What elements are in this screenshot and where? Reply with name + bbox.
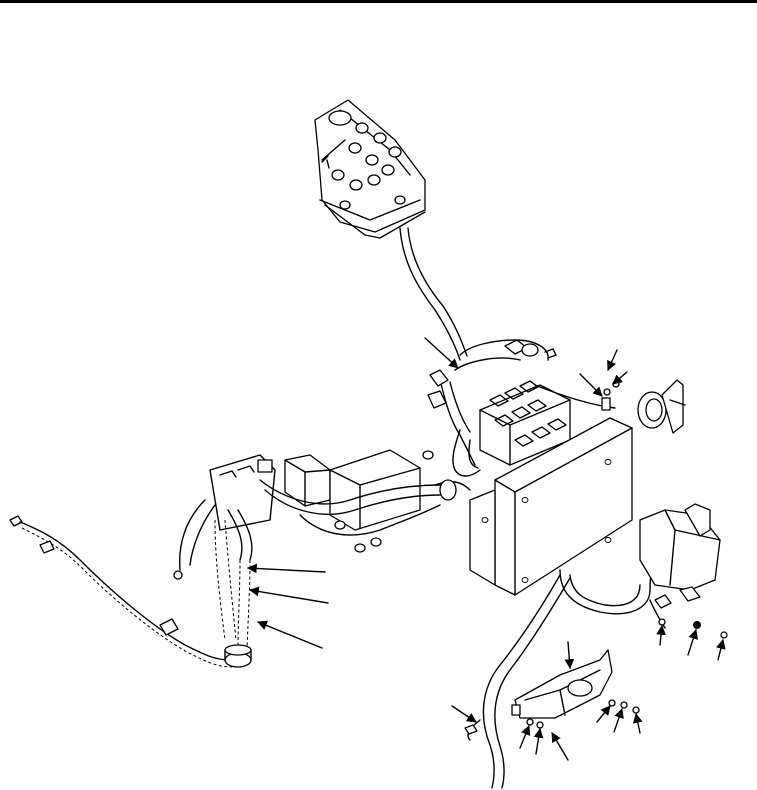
callout-arrow-3 (612, 371, 628, 385)
lower-harness (482, 574, 561, 789)
callout-arrow-6 (249, 586, 329, 604)
callout-arrow-16 (533, 728, 544, 755)
harness-junction (422, 339, 571, 477)
callout-arrows (247, 337, 726, 761)
page-top-rule (0, 0, 757, 3)
long-left-harness (9, 515, 252, 668)
control-box (314, 99, 426, 239)
callout-arrow-10 (687, 629, 698, 656)
bottom-bracket (464, 649, 640, 735)
pedal-cable-dashed (214, 519, 226, 641)
callout-arrow-13 (613, 708, 624, 733)
callout-arrow-17 (551, 732, 569, 761)
left-harness (173, 449, 471, 580)
control-cable (399, 227, 461, 361)
horn-assembly (534, 379, 686, 434)
callout-arrow-8 (564, 641, 575, 669)
mounting-plate (469, 417, 633, 596)
callout-arrow-2 (607, 349, 618, 371)
callout-arrow-18 (451, 705, 477, 723)
callout-arrow-4 (579, 373, 603, 397)
right-harness (559, 503, 721, 629)
callout-arrow-11 (716, 639, 726, 661)
callout-arrow-14 (633, 713, 643, 734)
callout-arrow-15 (519, 725, 531, 749)
callout-arrow-1 (424, 337, 459, 369)
callout-arrow-9 (656, 625, 666, 646)
callout-arrow-7 (257, 620, 323, 649)
callout-arrow-5 (247, 563, 326, 574)
callout-arrow-12 (596, 705, 611, 723)
